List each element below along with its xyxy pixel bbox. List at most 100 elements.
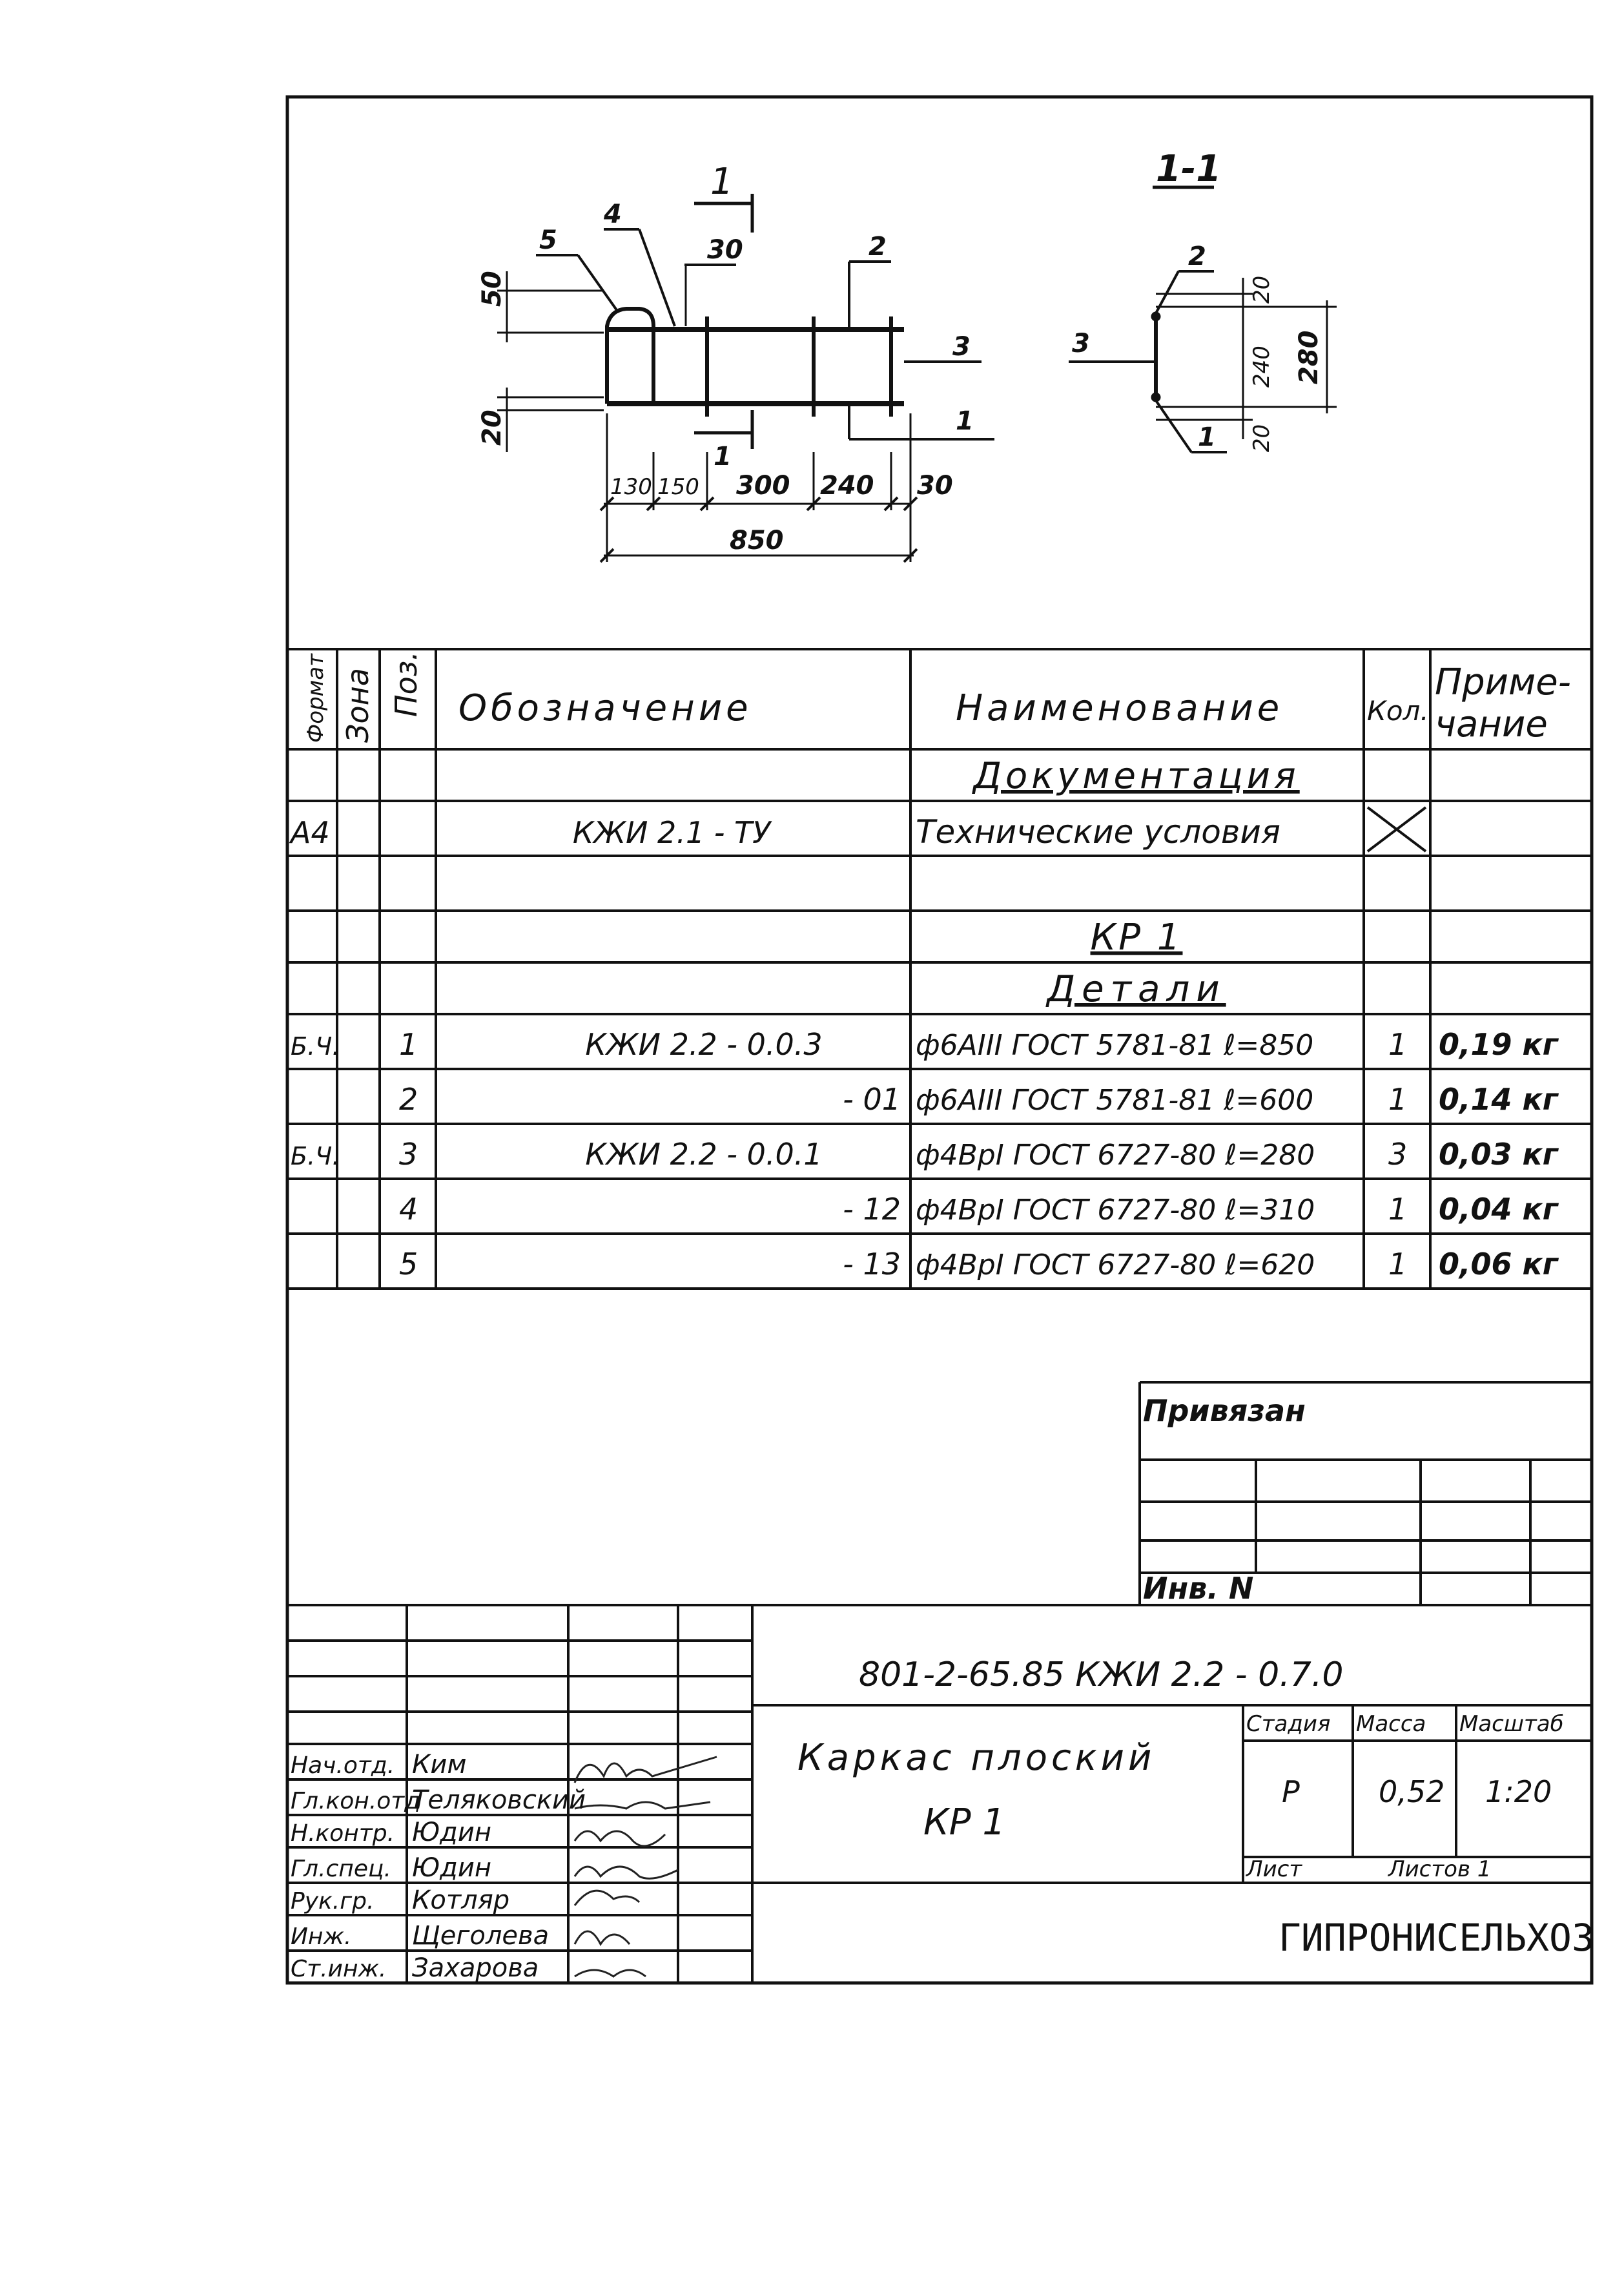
approval-name: Щеголева: [412, 1921, 549, 1951]
sheet-label: Лист: [1245, 1856, 1302, 1882]
dim-len-240: 240: [820, 471, 874, 501]
section-dim-top: 20: [1249, 276, 1275, 304]
section-pos-2: 2: [1188, 242, 1206, 271]
doc-name-1: Каркас плоский: [797, 1737, 1155, 1779]
doc-code: 801-2-65.85 КЖИ 2.2 - 0.7.0: [859, 1655, 1343, 1694]
section-dim-bottom: 20: [1249, 424, 1275, 452]
spec-row-note: 0,19 кг: [1439, 1027, 1559, 1062]
spec-table-headers: Формат Зона Поз. Обозначение Наименовани…: [303, 651, 1571, 745]
approval-role: Гл.спец.: [291, 1856, 391, 1882]
spec-row-qty: 1: [1388, 1082, 1407, 1117]
doc-row-designation: КЖИ 2.1 - ТУ: [573, 815, 772, 850]
header-format: Формат: [303, 653, 329, 743]
section-documentation: Документация: [971, 755, 1299, 797]
pos-label-5: 5: [539, 225, 557, 255]
header-name: Наименование: [956, 687, 1283, 729]
section-pos-3: 3: [1072, 329, 1090, 358]
dim-len-130: 130: [610, 474, 652, 500]
sheet-frame: [285, 95, 1594, 1985]
scale-value: 1:20: [1485, 1774, 1552, 1809]
section-dim-mid: 240: [1249, 346, 1275, 388]
dim-elev-top: 50: [477, 271, 507, 307]
stage-label: Стадия: [1246, 1711, 1330, 1737]
plan-view-labels: 1 1 5 4 2 3 1 30 50 20 130 150 300 240 3…: [477, 161, 974, 555]
spec-row-qty: 3: [1388, 1137, 1407, 1172]
signatures: [573, 1756, 717, 1978]
pos-label-3: 3: [952, 332, 971, 362]
binding-box-grid: [1138, 1381, 1592, 1605]
approval-name: Юдин: [412, 1853, 491, 1883]
spec-row-pos: 5: [399, 1247, 418, 1281]
spec-row-qty: 1: [1388, 1192, 1407, 1227]
title-block-grid: [287, 1604, 1592, 1983]
spec-row-designation: - 13: [843, 1247, 901, 1281]
header-note-1: Приме-: [1435, 661, 1571, 703]
mass-label: Масса: [1356, 1711, 1426, 1737]
approval-role: Нач.отд.: [291, 1752, 395, 1779]
header-designation: Обозначение: [458, 687, 752, 729]
dim-len-total: 850: [730, 526, 784, 555]
title-block-text: 801-2-65.85 КЖИ 2.2 - 0.7.0 Каркас плоск…: [797, 1655, 1594, 1960]
binding-title: Привязан: [1143, 1393, 1306, 1428]
spec-row-designation: - 01: [843, 1082, 901, 1117]
header-zone: Зона: [340, 668, 375, 743]
dim-elev-bottom: 20: [477, 410, 507, 446]
spec-row-format: Б.Ч.: [291, 1032, 340, 1061]
mass-value: 0,52: [1379, 1774, 1444, 1809]
dim-len-30: 30: [917, 471, 953, 501]
doc-row-format: А4: [289, 815, 330, 850]
spec-row-pos: 2: [399, 1082, 418, 1117]
spec-row-qty: 1: [1388, 1027, 1407, 1062]
header-pos: Поз.: [389, 651, 424, 717]
doc-name-2: КР 1: [923, 1801, 1005, 1843]
cut-mark-top: 1: [710, 161, 734, 203]
header-note-2: чание: [1435, 703, 1548, 745]
approval-name: Ким: [412, 1750, 467, 1779]
spec-row-note: 0,04 кг: [1439, 1192, 1559, 1227]
spec-row-pos: 4: [399, 1192, 418, 1227]
pos-label-4: 4: [603, 200, 622, 229]
spec-row-name: ф6АIII ГОСТ 5781-81 ℓ=850: [916, 1029, 1313, 1062]
approval-name: Котляр: [412, 1885, 509, 1915]
spec-row-designation: КЖИ 2.2 - 0.0.3: [585, 1027, 822, 1062]
approval-name: Юдин: [412, 1818, 491, 1847]
spec-row-name: ф4ВрI ГОСТ 6727-80 ℓ=310: [916, 1194, 1315, 1227]
organization: ГИПРОНИСЕЛЬХОЗ: [1279, 1916, 1594, 1960]
dim-top-offset: 30: [707, 235, 743, 265]
header-qty: Кол.: [1367, 695, 1429, 727]
spec-row-note: 0,14 кг: [1439, 1082, 1559, 1117]
spec-row-name: ф4ВрI ГОСТ 6727-80 ℓ=620: [916, 1249, 1315, 1281]
sheets-label: Листов 1: [1387, 1856, 1491, 1882]
spec-row-name: ф6АIII ГОСТ 5781-81 ℓ=600: [916, 1084, 1313, 1117]
spec-row-note: 0,06 кг: [1439, 1247, 1559, 1281]
doc-row-name: Технические условия: [916, 813, 1280, 851]
spec-table-grid: [287, 648, 1592, 1290]
spec-row-note: 0,03 кг: [1439, 1137, 1559, 1172]
spec-row-name: ф4ВрI ГОСТ 6727-80 ℓ=280: [916, 1139, 1315, 1172]
plan-view: [497, 194, 994, 563]
approval-role: Гл.кон.отд: [291, 1788, 420, 1814]
approval-name: Захарова: [412, 1953, 539, 1983]
spec-row-format: Б.Ч.: [291, 1142, 340, 1170]
spec-rows: Б.Ч. 1 КЖИ 2.2 - 0.0.3 ф6АIII ГОСТ 5781-81 …: [291, 1027, 1559, 1281]
spec-row-qty: 1: [1388, 1247, 1407, 1281]
section-pos-1: 1: [1198, 422, 1216, 452]
spec-table-body: Документация А4 КЖИ 2.1 - ТУ Технические…: [289, 755, 1299, 1010]
section-view: [1069, 185, 1337, 453]
section-details: Детали: [1045, 968, 1226, 1010]
approval-role: Инж.: [291, 1924, 351, 1950]
section-kr: КР 1: [1091, 917, 1183, 959]
approval-role: Рук.гр.: [291, 1888, 374, 1914]
spec-row-pos: 3: [399, 1137, 418, 1172]
spec-row-designation: - 12: [843, 1192, 901, 1227]
approval-name: Теляковский: [412, 1785, 586, 1815]
spec-row-pos: 1: [399, 1027, 418, 1062]
section-view-labels: 1-1 2 3 1 20 240 20 280: [1072, 148, 1324, 452]
section-title: 1-1: [1156, 148, 1221, 190]
approval-role: Н.контр.: [291, 1820, 395, 1847]
cut-mark-bottom: 1: [714, 442, 732, 472]
dim-len-150: 150: [657, 474, 699, 500]
spec-row-designation: КЖИ 2.2 - 0.0.1: [585, 1137, 822, 1172]
dim-len-300: 300: [736, 471, 790, 501]
